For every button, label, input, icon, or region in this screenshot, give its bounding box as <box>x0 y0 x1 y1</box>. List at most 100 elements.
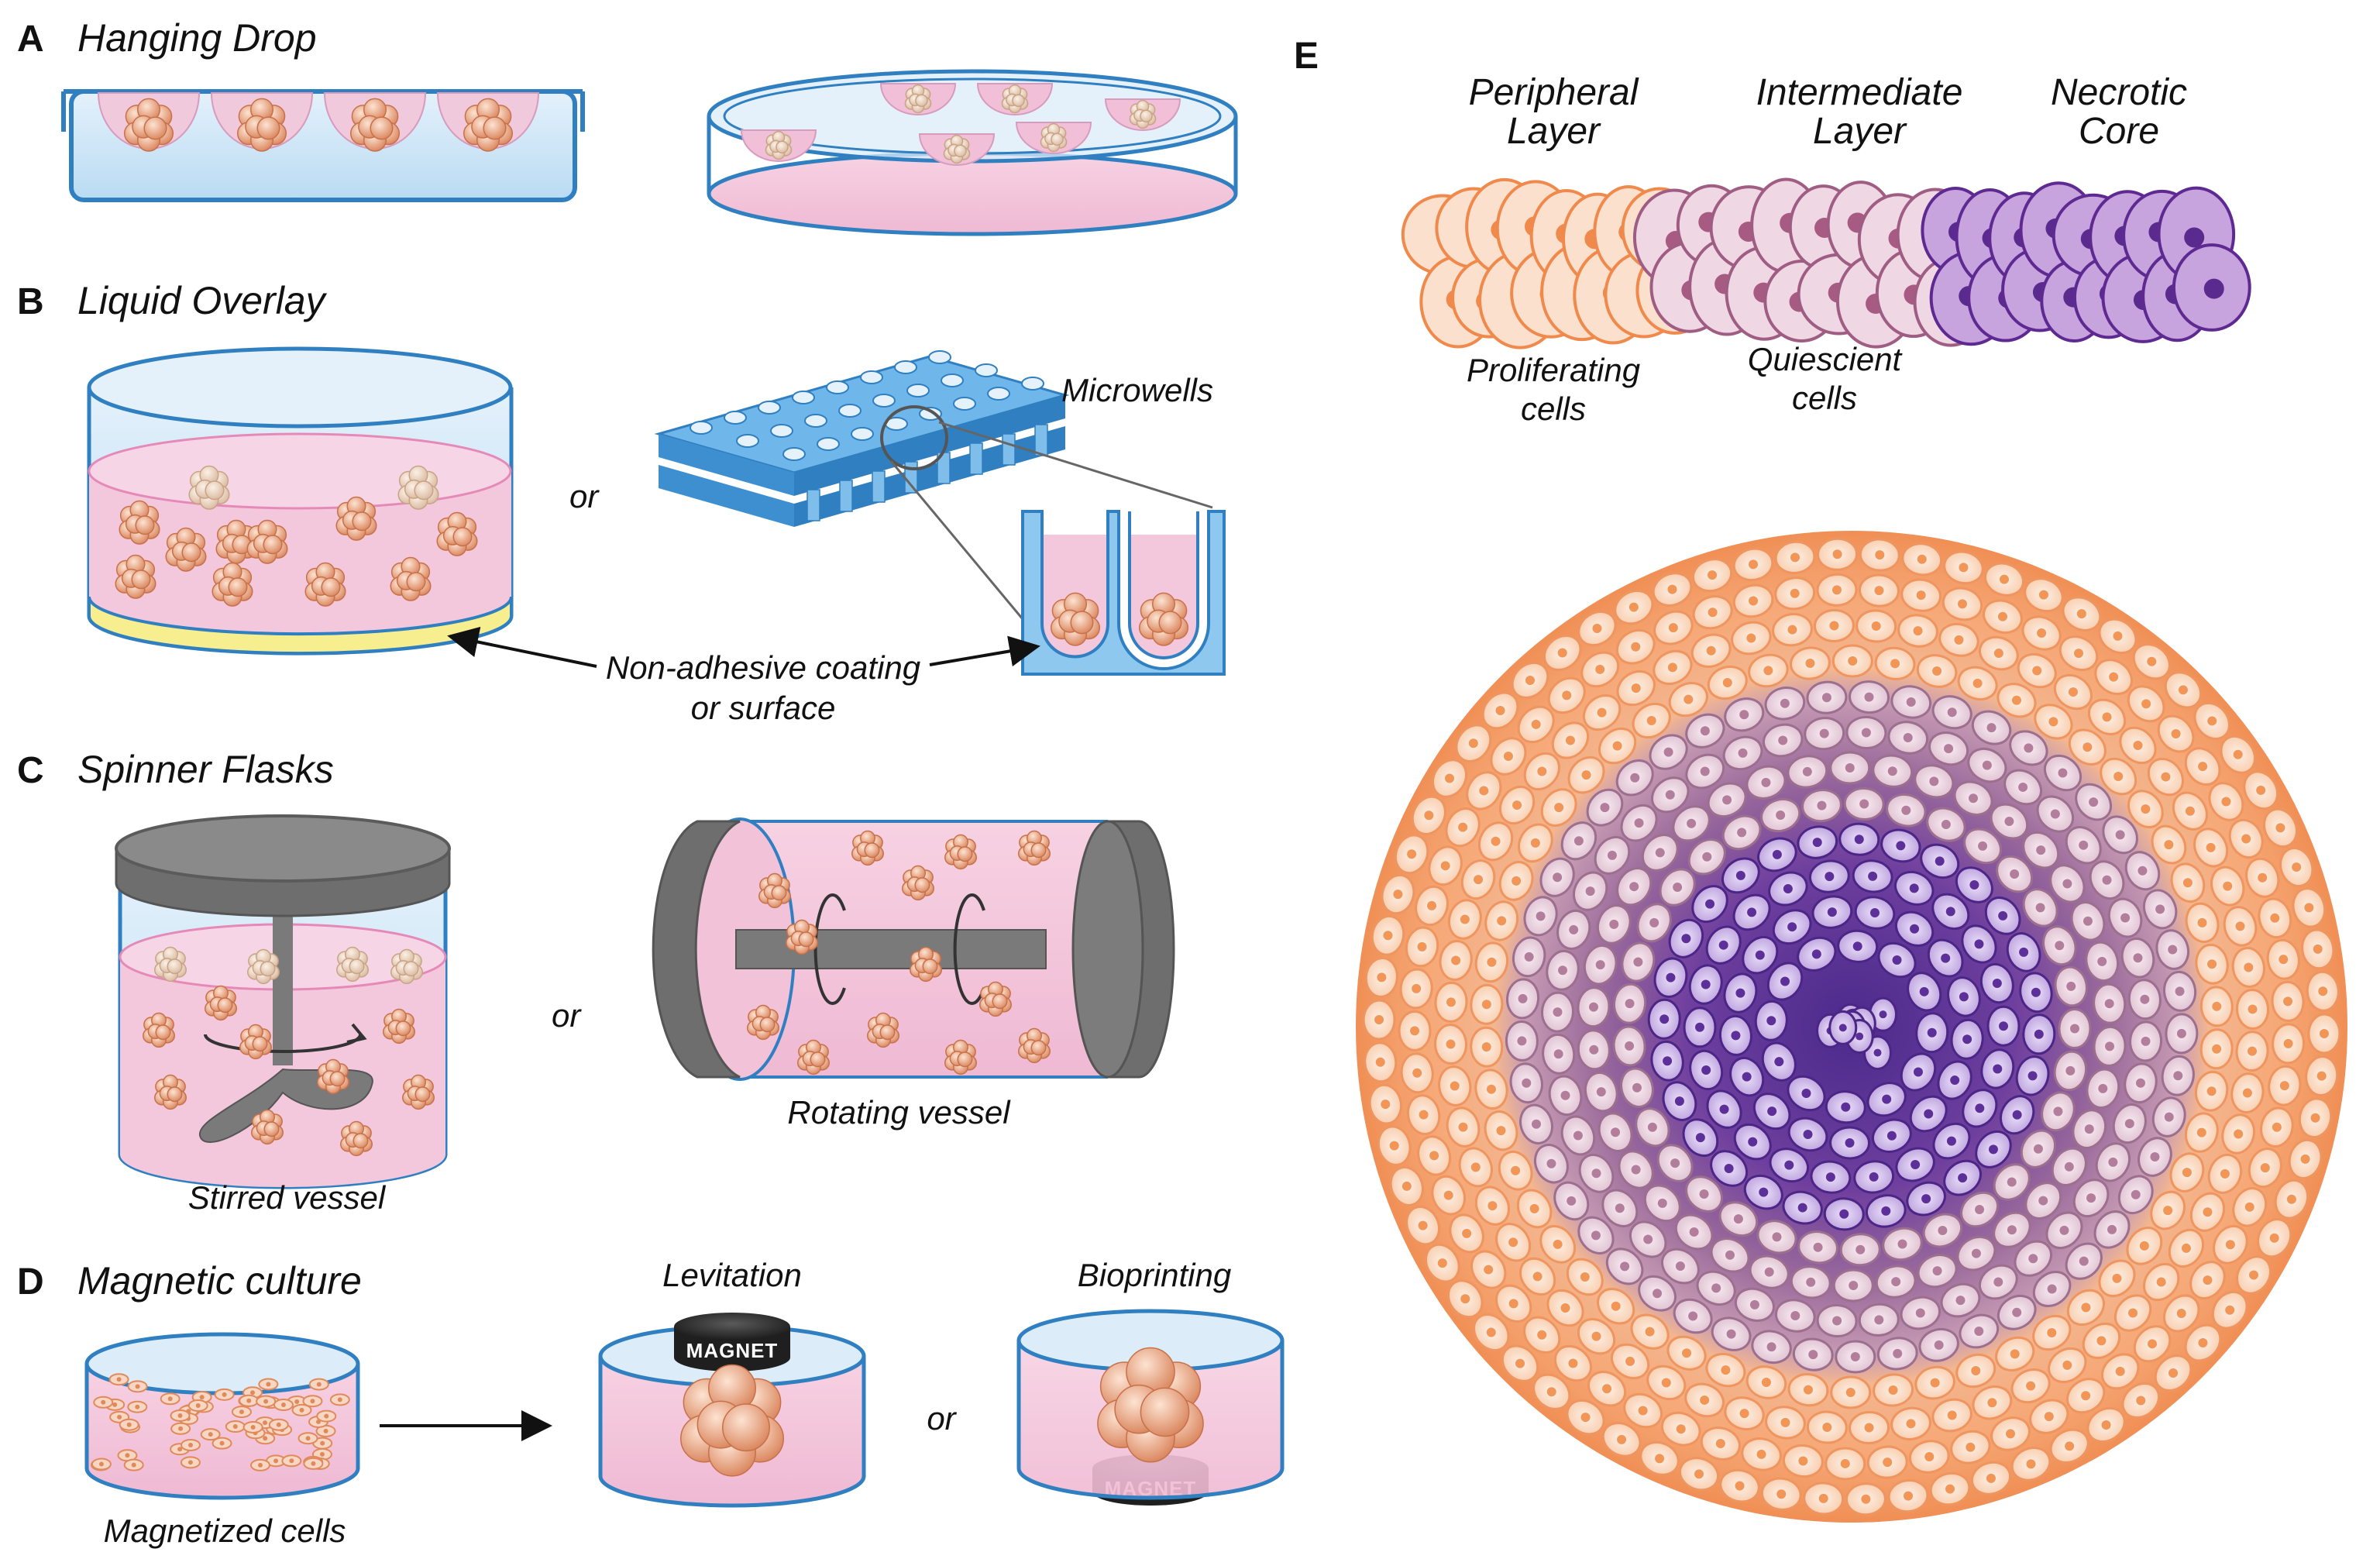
cell-nucleus <box>1488 1201 1498 1211</box>
spheroid <box>383 1008 415 1044</box>
cell-nucleus <box>1589 1044 1599 1055</box>
spheroid <box>115 554 156 599</box>
cell-nucleus <box>1646 715 1656 725</box>
cell-nucleus <box>1735 870 1745 880</box>
cell-nucleus <box>1854 835 1864 845</box>
panel-d: D Magnetic culture Magnetized cells Levi… <box>17 1257 1285 1549</box>
cell-nucleus <box>2283 996 2293 1007</box>
cell-nucleus <box>1491 836 1501 846</box>
cell-nucleus <box>1724 1163 1734 1173</box>
cell-nucleus <box>2279 955 2289 965</box>
spheroid <box>944 834 977 870</box>
panel-c: C Spinner Flasks Stirred vessel or <box>17 748 1175 1216</box>
cell-nucleus <box>195 1403 201 1409</box>
cell-nucleus <box>1602 1384 1612 1394</box>
cell-nucleus <box>1950 1075 1960 1086</box>
cell-nucleus <box>1840 1458 1850 1468</box>
cell-nucleus <box>1427 900 1437 910</box>
cell-nucleus <box>1906 697 1916 707</box>
cell-nucleus <box>2084 1124 2094 1134</box>
panel-c-title: Spinner Flasks <box>77 748 334 791</box>
spheroid <box>1129 99 1157 129</box>
cell-nucleus <box>1443 1190 1453 1200</box>
cell-nucleus <box>1689 1227 1699 1237</box>
cell-nucleus <box>2037 628 2047 638</box>
cell-nucleus <box>1625 1041 1635 1051</box>
cell-nucleus <box>2304 903 2314 913</box>
well <box>941 373 964 387</box>
cell-nucleus <box>1921 1194 1931 1204</box>
cell-nucleus <box>2206 1086 2217 1096</box>
cell-nucleus <box>116 1377 122 1382</box>
cell-nucleus <box>2024 743 2034 753</box>
cell-nucleus <box>1874 1315 1884 1325</box>
cell-nucleus <box>1790 552 1800 563</box>
cell-nucleus <box>1412 1068 1422 1078</box>
cell-nucleus <box>1580 1413 1591 1423</box>
cell-nucleus <box>2141 804 2151 814</box>
cell-nucleus <box>1663 1056 1673 1066</box>
cell-nucleus <box>1845 763 1855 773</box>
cell-nucleus <box>1591 1168 1601 1179</box>
cell-nucleus <box>2140 994 2150 1004</box>
cell-nucleus <box>131 1462 136 1468</box>
cell-nucleus <box>1383 931 1393 941</box>
cell-nucleus <box>1993 649 2003 659</box>
intermediate-label-1: Intermediate <box>1756 72 1963 113</box>
cell-nucleus <box>1458 1122 1468 1132</box>
cell-nucleus <box>1612 741 1622 751</box>
cell-nucleus <box>2181 1243 2191 1253</box>
cell-nucleus <box>1596 1087 1606 1097</box>
cell-nucleus <box>1647 1122 1657 1132</box>
cell-nucleus <box>1725 1250 1735 1260</box>
spheroid <box>154 946 187 983</box>
cell-nucleus <box>1560 1303 1570 1313</box>
cell-nucleus <box>1531 1119 1541 1129</box>
cell-nucleus <box>263 1399 269 1404</box>
cell-nucleus <box>1861 1494 1871 1504</box>
cell-nucleus <box>1581 770 1591 780</box>
cell-nucleus <box>2242 1088 2252 1098</box>
cell-nucleus <box>1529 1203 1539 1213</box>
cell-nucleus <box>1971 1248 1981 1258</box>
panel-b: B Liquid Overlay or Microwells <box>17 279 1226 726</box>
cell-nucleus <box>2164 840 2174 850</box>
cell-nucleus <box>2079 1256 2089 1266</box>
well <box>804 414 827 428</box>
panel-c-letter: C <box>17 750 44 791</box>
panel-b-title: Liquid Overlay <box>77 279 328 322</box>
cell-nucleus <box>1801 1088 1811 1098</box>
cell-nucleus <box>2068 687 2078 697</box>
cell-nucleus <box>2086 1193 2096 1203</box>
cell-nucleus <box>2065 1065 2076 1075</box>
cell-nucleus <box>1553 872 1563 883</box>
cell-nucleus <box>1537 766 1547 776</box>
tumor-spheroid-cross-section <box>1356 531 2347 1523</box>
well <box>690 421 713 435</box>
cell-nucleus <box>1959 563 1969 573</box>
cell-nucleus <box>125 1453 130 1458</box>
cell-nucleus <box>2272 1122 2282 1132</box>
cell-nucleus <box>1496 1126 1506 1136</box>
quiescient-label-2: cells <box>1792 380 1857 416</box>
cell-nucleus <box>1968 793 1978 804</box>
cell-nucleus <box>1470 1162 1481 1172</box>
cell-nucleus <box>1893 1348 1903 1358</box>
cell-nucleus <box>1591 1331 1601 1341</box>
spheroid <box>335 496 377 541</box>
cell-nucleus <box>1531 719 1541 729</box>
cell-nucleus <box>1532 1272 1543 1282</box>
cell-nucleus <box>2176 1308 2186 1318</box>
spheroid <box>349 98 401 152</box>
cell-nucleus <box>1805 659 1815 669</box>
cell-nucleus <box>1643 1234 1653 1244</box>
cell-nucleus <box>1759 1187 1769 1197</box>
cell-nucleus <box>2115 830 2125 840</box>
spheroid <box>188 465 230 510</box>
cell-nucleus <box>2260 1163 2270 1173</box>
bioprinting-dish: MAGNET <box>1016 1309 1285 1506</box>
spheroid <box>165 527 207 572</box>
intermediate-label-2: Layer <box>1813 111 1907 152</box>
stirred-vessel <box>115 814 451 1189</box>
cell-nucleus <box>2027 1071 2038 1081</box>
